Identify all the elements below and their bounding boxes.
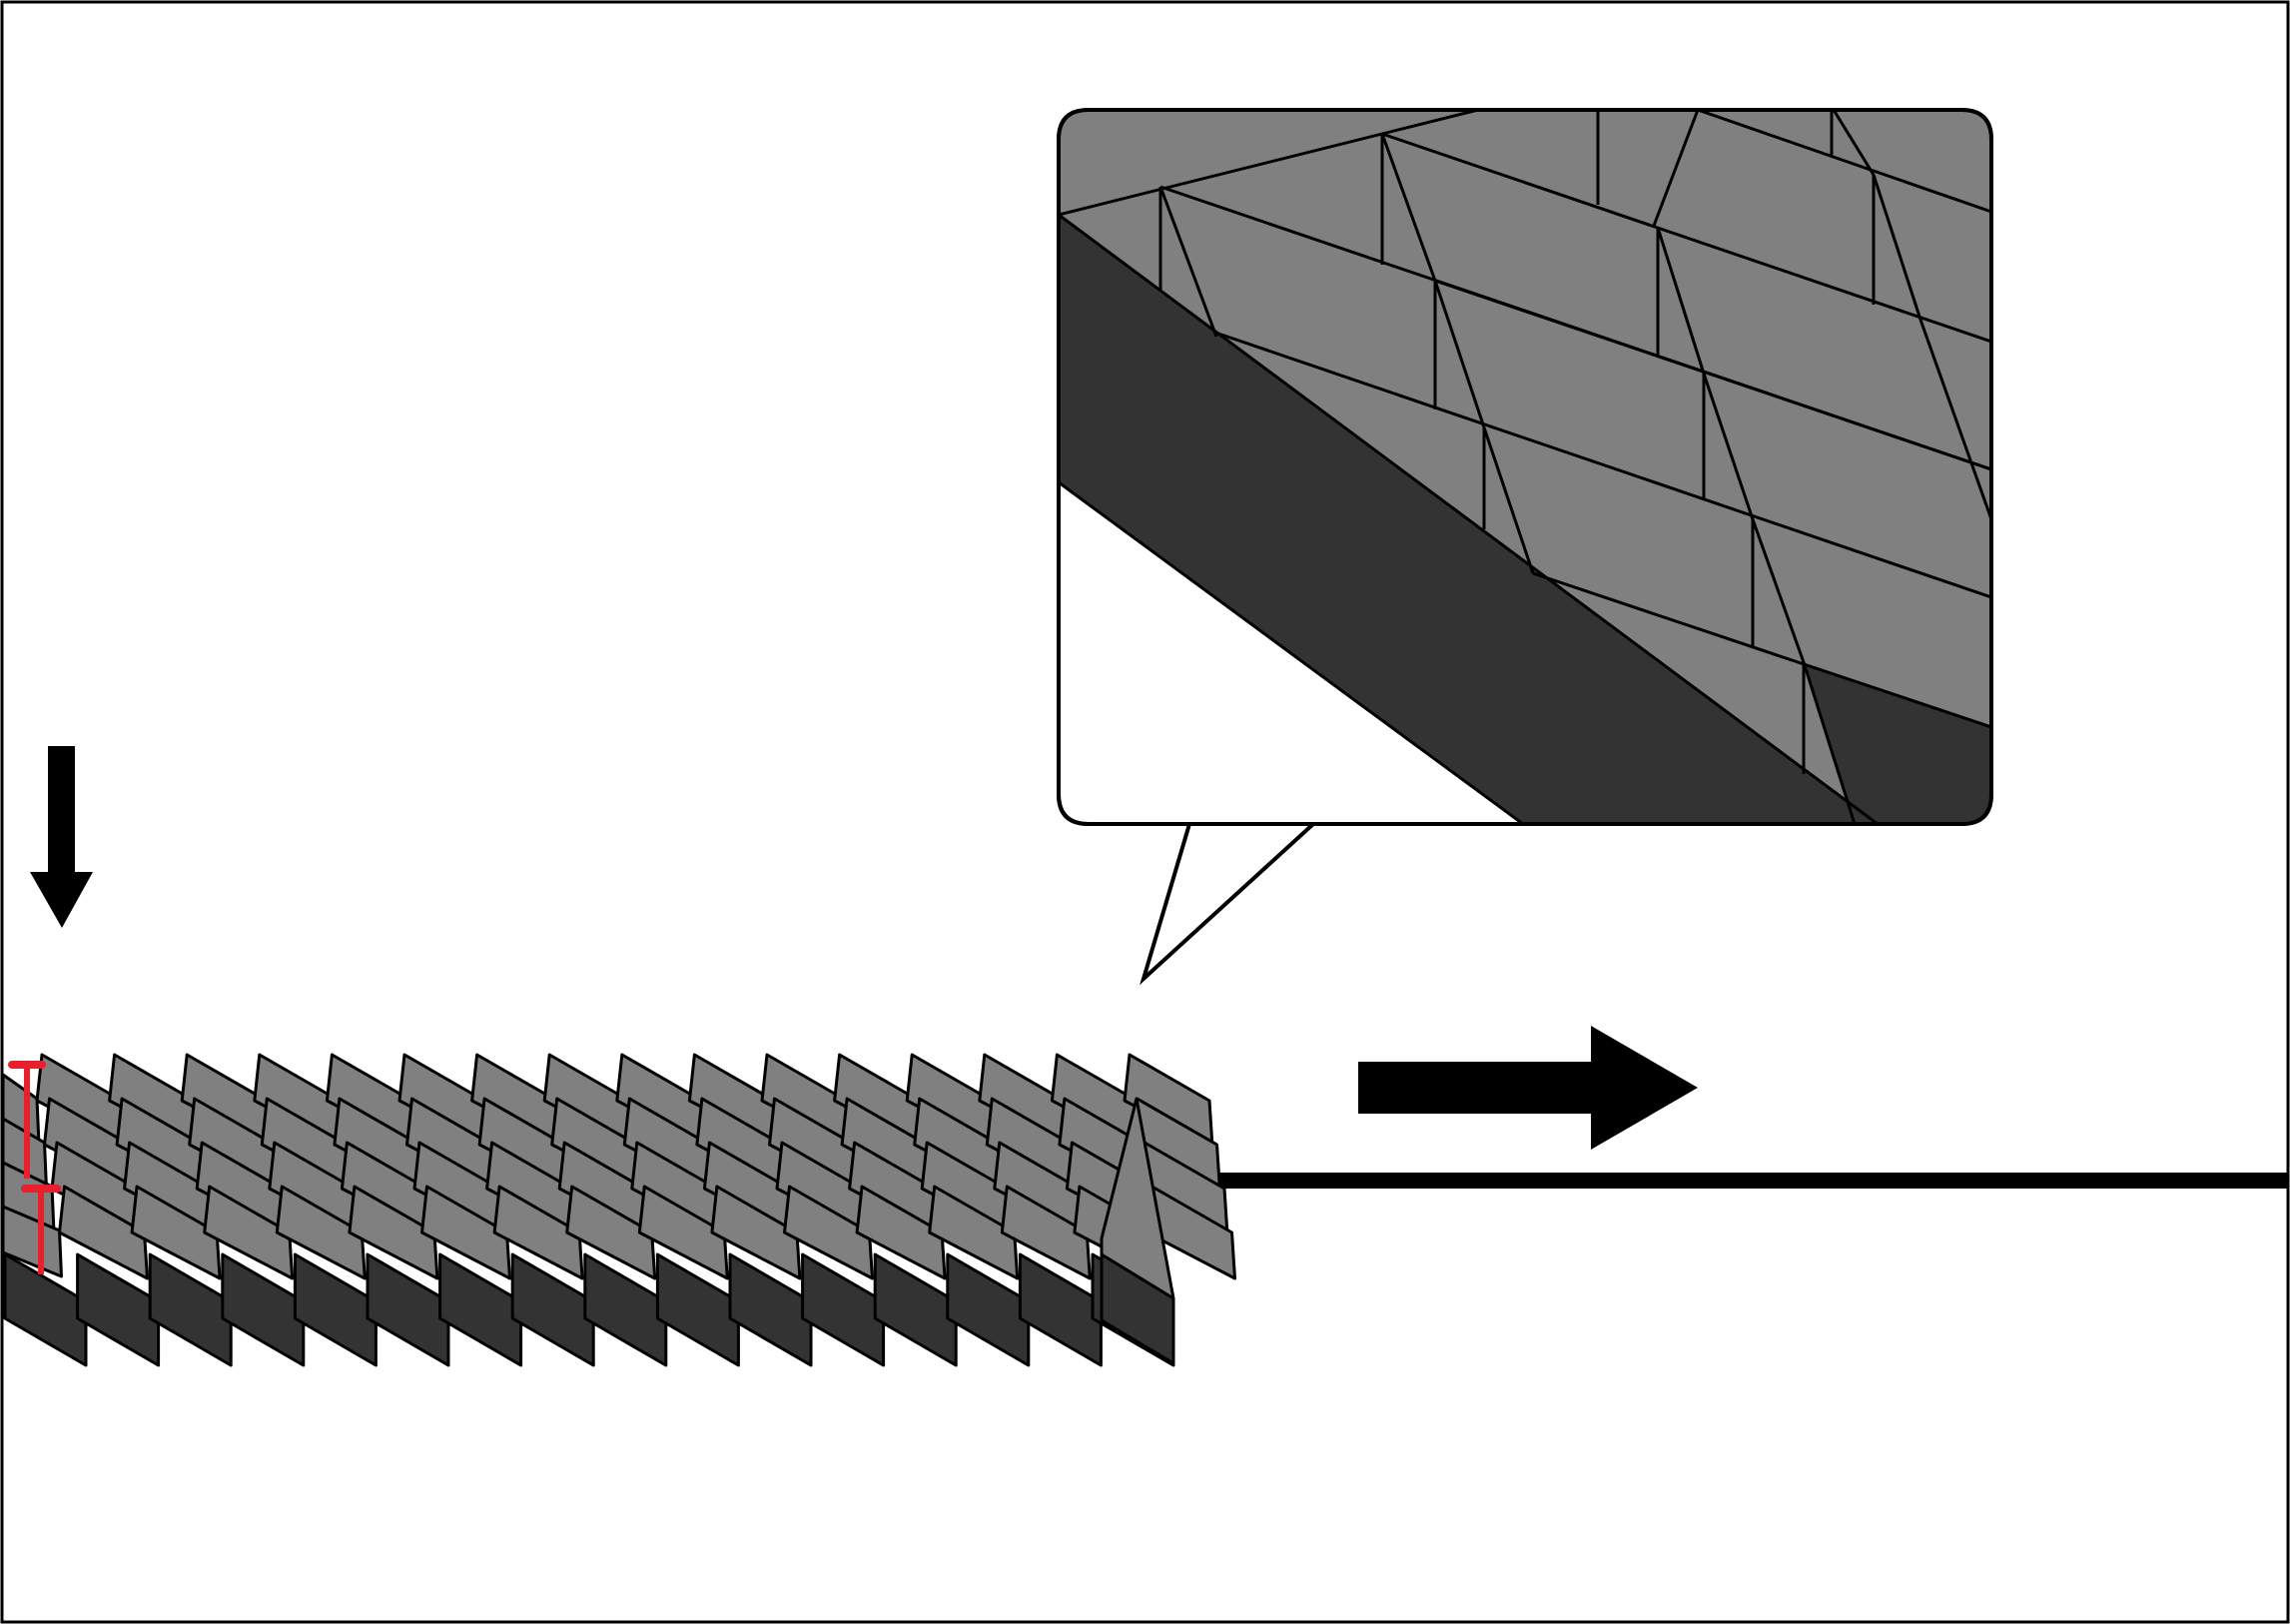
tile-base-block [801, 1252, 886, 1367]
zoom-course-line [1434, 279, 1991, 471]
tile-base-block [946, 1252, 1031, 1367]
tile-base-end [1100, 1252, 1175, 1365]
tile-plate [348, 1185, 439, 1280]
tile-plate [420, 1185, 511, 1280]
tile-base-block [873, 1252, 958, 1367]
spacing-marker-top [8, 1061, 46, 1179]
zoom-base-edge [1059, 213, 1879, 824]
tile-plate [783, 1185, 874, 1280]
tile-plate [855, 1185, 947, 1280]
tile-plate [637, 1185, 729, 1280]
zoom-plate-slant [1652, 110, 1700, 227]
tile-plate [928, 1185, 1020, 1280]
zoom-tile-face [1059, 110, 1991, 824]
tile-base-block [76, 1252, 161, 1367]
zoom-plate-slant [1433, 280, 1486, 428]
tile-array [1, 1053, 1236, 1367]
tile-base-block [3, 1252, 88, 1367]
tile-plate [710, 1185, 802, 1280]
tile-base-block [728, 1252, 813, 1367]
zoom-plate-slant [1482, 426, 1535, 574]
right-arrow-icon [1358, 1026, 1698, 1150]
tile-base-block [293, 1252, 378, 1367]
spacing-marker-bottom [21, 1185, 61, 1274]
tile-base-block [438, 1252, 523, 1367]
tile-plate [492, 1185, 584, 1280]
zoom-tile-edges [1059, 110, 1991, 824]
tile-base-block [1018, 1252, 1103, 1367]
tile-plate [58, 1185, 149, 1280]
zoom-plate-slant [1918, 319, 1991, 520]
tile-plate [565, 1185, 657, 1280]
zoom-dark-tile [1805, 665, 1991, 824]
callout-border [1057, 108, 1993, 826]
zoom-course-line [1381, 132, 1991, 344]
callout-zoom-view [1059, 110, 1991, 824]
zoom-course-line [1697, 110, 1991, 214]
zoom-base-lower-edge [1059, 480, 1524, 824]
zoom-plate-slant [1656, 227, 1706, 375]
zoom-course-line [1217, 332, 1991, 599]
tile-base-block [148, 1252, 233, 1367]
zoom-plate-slant [1702, 373, 1755, 520]
tile-plate [203, 1185, 295, 1280]
zoom-plate-slant [1158, 186, 1218, 338]
zoom-plate-slant [1751, 518, 1807, 666]
zoom-plate-slant [1803, 664, 1857, 824]
zoom-top-edge [1059, 110, 1479, 217]
tile-base-block [221, 1252, 306, 1367]
zoom-plate-slant [1872, 174, 1922, 321]
tile-base-block [366, 1252, 450, 1367]
zoom-course-line [1532, 571, 1991, 729]
tile-plate [275, 1185, 367, 1280]
tile-base-block [510, 1252, 595, 1367]
zoom-plate-slant [1380, 133, 1437, 282]
zoom-plate-slant [1832, 110, 1876, 176]
tile-base-block [655, 1252, 740, 1367]
down-arrow-icon [30, 746, 93, 928]
tile-base-block [583, 1252, 668, 1367]
zoom-callout [1057, 108, 1993, 986]
tile-plate [1000, 1185, 1092, 1280]
spacing-markers [8, 1061, 61, 1274]
tile-plate [130, 1185, 222, 1280]
